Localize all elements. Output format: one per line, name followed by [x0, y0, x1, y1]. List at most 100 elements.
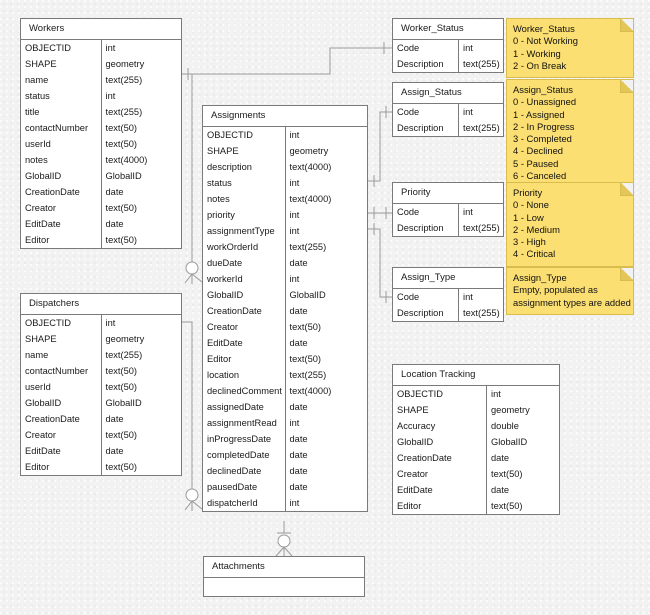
field-type: date [289, 482, 308, 492]
field-type: date [289, 434, 308, 444]
field-type: text(255) [463, 59, 500, 69]
note-line: 2 - On Break [513, 59, 567, 71]
field-type: GlobalID [289, 290, 326, 300]
field-name: userId [21, 136, 102, 152]
field-type: int [289, 274, 300, 284]
note-assign-status[interactable]: Assign_Status 0 - Unassigned 1 - Assigne… [506, 79, 634, 189]
entity-attachments[interactable]: Attachments [203, 556, 365, 597]
note-line: 2 - In Progress [513, 120, 575, 132]
note-assign-type[interactable]: Assign_Type Empty, populated as assignme… [506, 267, 634, 315]
field-type: int [463, 207, 473, 217]
field-name: name [21, 347, 102, 363]
note-line: Assign_Status [513, 84, 573, 95]
field-name: Code [393, 104, 459, 120]
field-name: EditDate [21, 443, 102, 459]
field-type: int [491, 389, 501, 399]
field-type: int [105, 318, 116, 328]
entity-title: Worker_Status [393, 19, 503, 40]
field-name-empty [204, 578, 364, 596]
note-fold-icon [620, 19, 633, 32]
field-name: EditDate [393, 482, 487, 498]
field-row: CreationDate date [393, 450, 559, 466]
field-name: Editor [393, 498, 487, 514]
note-line: 6 - Canceled [513, 170, 567, 182]
field-type: int [289, 418, 300, 428]
field-name: GlobalID [203, 287, 286, 303]
entity-title: Priority [393, 183, 503, 204]
field-name: contactNumber [21, 120, 102, 136]
field-name: dispatcherId [203, 495, 286, 511]
field-type: text(50) [105, 366, 138, 376]
field-name: title [21, 104, 102, 120]
field-type: text(4000) [105, 155, 148, 165]
field-type: geometry [105, 59, 145, 69]
field-type: geometry [105, 334, 145, 344]
field-type: int [289, 178, 300, 188]
field-type: text(50) [105, 203, 138, 213]
field-name: completedDate [203, 447, 286, 463]
field-type: text(50) [289, 322, 322, 332]
note-line: 4 - Declined [513, 145, 564, 157]
field-name: pausedDate [203, 479, 286, 495]
entity-title: Assign_Status [393, 83, 503, 104]
entity-title: Dispatchers [21, 294, 181, 315]
field-name: notes [21, 152, 102, 168]
entity-title: Assignments [203, 106, 367, 127]
note-priority[interactable]: Priority 0 - None 1 - Low 2 - Medium 3 -… [506, 182, 634, 267]
field-type: text(50) [105, 382, 138, 392]
field-name: declinedDate [203, 463, 286, 479]
note-fold-icon [620, 183, 633, 196]
field-name: CreationDate [393, 450, 487, 466]
connector-workers-to-assignments-workerid [182, 73, 203, 284]
field-name: CreationDate [21, 411, 102, 427]
field-type: int [289, 210, 300, 220]
field-type: text(255) [289, 242, 327, 252]
field-type: text(50) [105, 139, 138, 149]
note-worker-status[interactable]: Worker_Status 0 - Not Working 1 - Workin… [506, 18, 634, 79]
entity-fields [204, 578, 364, 596]
field-type: int [289, 498, 300, 508]
field-name: Description [393, 220, 459, 236]
note-fold-icon [620, 80, 633, 93]
field-name: status [21, 88, 102, 104]
field-type: date [289, 258, 308, 268]
field-type: text(255) [463, 223, 500, 233]
field-type: text(50) [105, 235, 138, 245]
field-name: OBJECTID [393, 386, 487, 402]
field-type: date [491, 453, 510, 463]
